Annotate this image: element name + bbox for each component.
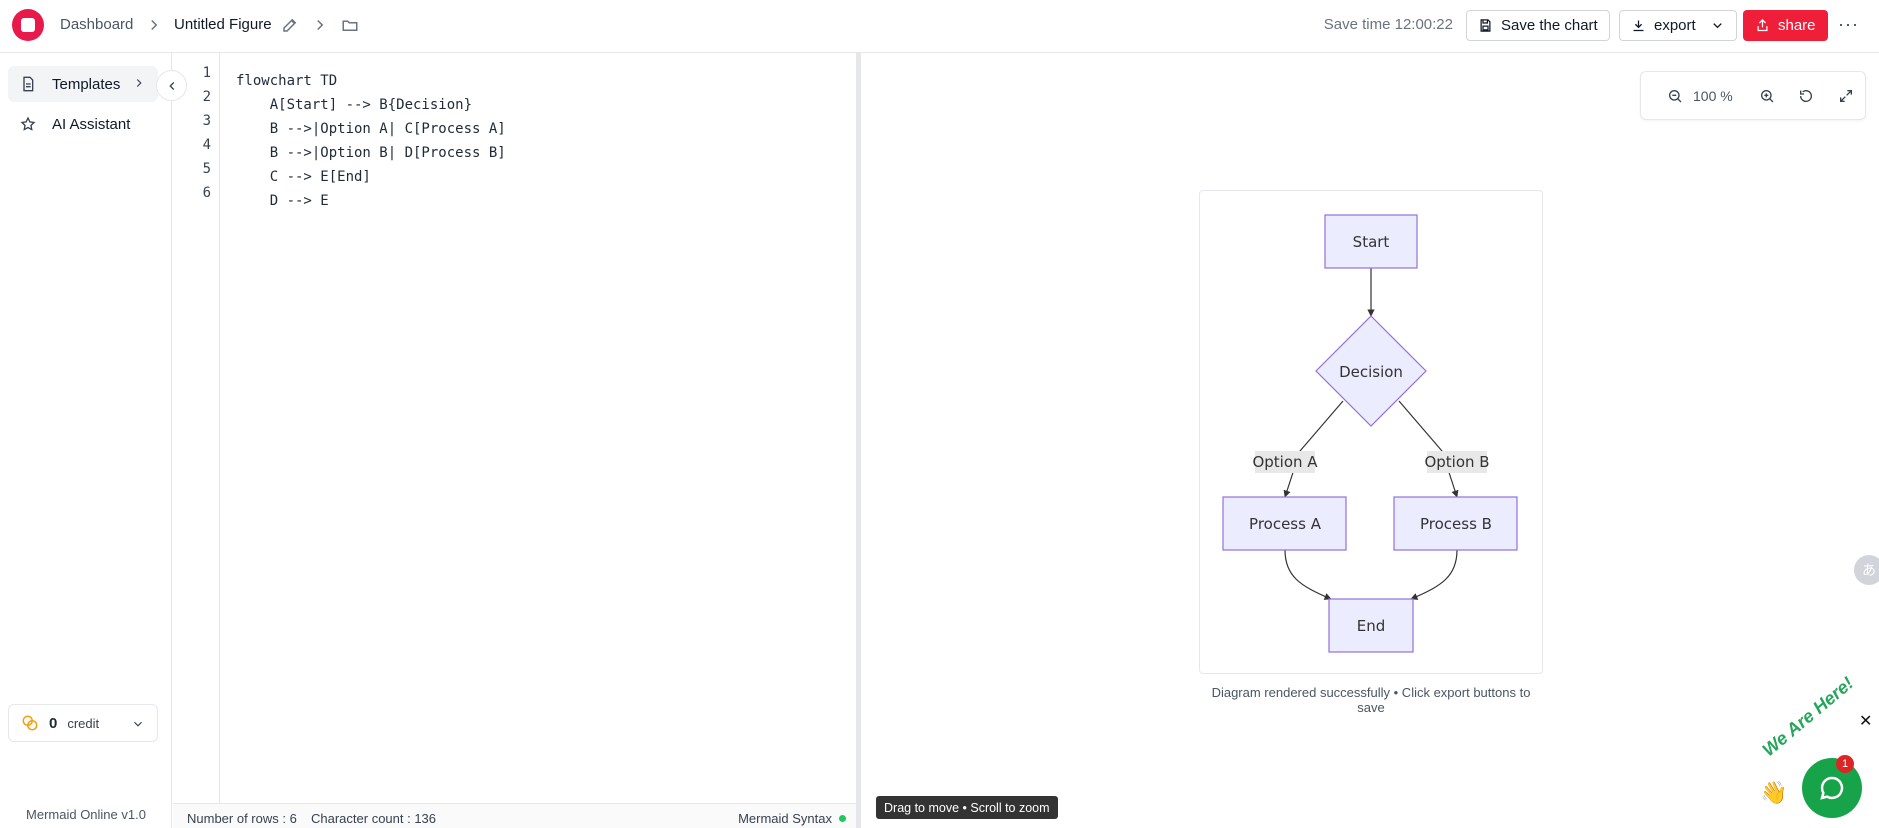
code-line[interactable]: D --> E — [236, 193, 329, 209]
save-chart-label: Save the chart — [1501, 17, 1598, 34]
credit-selector[interactable]: 0 credit — [8, 704, 158, 742]
line-number: 3 — [202, 113, 211, 129]
left-sidebar: Templates AI Assistant 0 credit — [0, 53, 172, 828]
node-start-label: Start — [1353, 233, 1390, 251]
line-number: 1 — [202, 65, 211, 81]
code-line[interactable]: B -->|Option B| D[Process B] — [236, 145, 506, 161]
line-number: 5 — [202, 161, 211, 177]
line-number-gutter: 1 2 3 4 5 6 — [173, 53, 220, 803]
code-line[interactable]: C --> E[End] — [236, 169, 371, 185]
node-end-label: End — [1357, 617, 1386, 635]
node-process-a-label: Process A — [1249, 515, 1322, 533]
line-number: 2 — [202, 89, 211, 105]
render-status-caption: Diagram rendered successfully • Click ex… — [1211, 685, 1531, 715]
sidebar-item-label: AI Assistant — [52, 115, 131, 133]
character-count: Character count : 136 — [311, 811, 437, 826]
top-header: Dashboard Untitled Figure Save time 12:0… — [0, 0, 1879, 53]
line-number: 6 — [202, 185, 211, 201]
fullscreen-icon[interactable] — [1838, 88, 1854, 104]
app-version: Mermaid Online v1.0 — [26, 807, 146, 822]
edit-pencil-icon[interactable] — [281, 16, 299, 34]
credit-value: 0 — [49, 714, 58, 732]
star-icon — [20, 116, 36, 131]
share-label: share — [1778, 17, 1816, 34]
node-decision — [1315, 315, 1427, 427]
row-count: Number of rows : 6 — [187, 811, 297, 826]
chat-unread-badge: 1 — [1836, 755, 1854, 773]
zoom-level: 100 % — [1693, 88, 1733, 104]
code-line[interactable]: B -->|Option A| C[Process A] — [236, 121, 506, 137]
document-icon — [23, 76, 34, 92]
diagram-canvas[interactable]: Option A Option B Start Decision Process… — [1199, 190, 1543, 674]
share-icon — [1757, 18, 1768, 32]
edge-label-bg — [1427, 451, 1487, 473]
edge-decision-process-a — [1283, 400, 1344, 498]
folder-icon[interactable] — [341, 16, 359, 34]
node-process-b — [1393, 496, 1518, 551]
code-line[interactable]: flowchart TD — [236, 73, 338, 89]
translate-icon[interactable]: あ — [1854, 555, 1879, 585]
editor-status-bar: Number of rows : 6 Character count : 136… — [173, 803, 856, 828]
syntax-ok-indicator — [839, 815, 846, 822]
chevron-right-icon — [317, 19, 324, 31]
export-label: export — [1654, 17, 1696, 34]
edge-label-option-b: Option B — [1424, 453, 1489, 471]
collapse-sidebar-button[interactable] — [156, 70, 187, 101]
code-line[interactable]: A[Start] --> B{Decision} — [236, 97, 473, 113]
drag-hint-tooltip: Drag to move • Scroll to zoom — [876, 796, 1058, 819]
chevron-left-icon — [168, 81, 174, 90]
chevron-down-icon — [134, 721, 142, 727]
edge-label-option-a: Option A — [1252, 453, 1318, 471]
edge-decision-process-b — [1398, 400, 1459, 498]
node-process-b-label: Process B — [1420, 515, 1492, 533]
edge-process-a-end — [1284, 549, 1332, 600]
diagram-preview[interactable]: 100 % Option A Option B Start — [861, 53, 1879, 828]
edge-process-b-end — [1410, 549, 1458, 600]
app-logo[interactable] — [12, 9, 44, 41]
flowchart-svg: Option A Option B Start Decision Process… — [1222, 214, 1518, 653]
code-editor[interactable]: 1 2 3 4 5 6 flowchart TD A[Start] --> B{… — [173, 53, 856, 803]
line-number: 4 — [202, 137, 211, 153]
syntax-label: Mermaid Syntax — [738, 811, 832, 826]
figure-title[interactable]: Untitled Figure — [174, 16, 272, 33]
share-button[interactable]: share — [1743, 10, 1828, 41]
breadcrumb-dashboard[interactable]: Dashboard — [60, 16, 134, 33]
node-end — [1328, 598, 1414, 653]
coins-icon — [22, 715, 38, 731]
node-start — [1324, 214, 1418, 269]
edge-label-bg — [1255, 451, 1315, 473]
chevron-down-icon — [1713, 23, 1722, 29]
pane-resize-handle[interactable] — [856, 53, 861, 828]
zoom-out-icon[interactable] — [1667, 88, 1683, 104]
save-chart-button[interactable]: Save the chart — [1466, 10, 1610, 41]
sidebar-item-label: Templates — [52, 75, 121, 93]
download-icon — [1633, 20, 1644, 32]
more-options-icon[interactable]: ··· — [1838, 14, 1859, 34]
chat-bubble-icon — [1820, 776, 1844, 800]
zoom-in-icon[interactable] — [1759, 88, 1775, 104]
reset-icon[interactable] — [1798, 88, 1814, 104]
save-time-label: Save time 12:00:22 — [1323, 16, 1453, 33]
sidebar-item-ai-assistant[interactable]: AI Assistant — [8, 106, 158, 142]
waving-hand-icon: 👋 — [1760, 780, 1788, 805]
chevron-right-icon — [151, 19, 158, 31]
chat-close-icon[interactable]: ✕ — [1859, 713, 1873, 730]
save-icon — [1480, 19, 1491, 32]
export-dropdown-button[interactable]: export — [1619, 10, 1737, 41]
sidebar-item-templates[interactable]: Templates — [8, 66, 158, 102]
node-decision-label: Decision — [1339, 363, 1403, 381]
node-process-a — [1222, 496, 1347, 551]
credit-label: credit — [67, 715, 100, 731]
chevron-right-icon — [136, 79, 142, 87]
zoom-toolbar: 100 % — [1640, 71, 1866, 120]
